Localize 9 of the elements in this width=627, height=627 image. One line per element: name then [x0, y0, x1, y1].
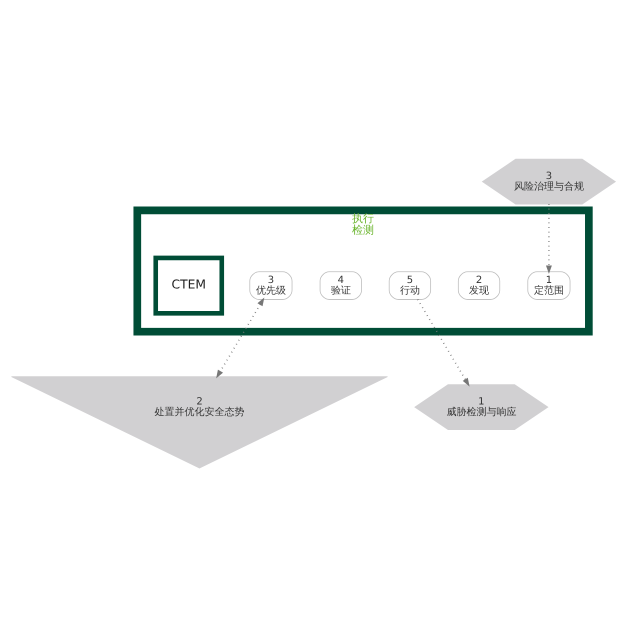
node-box: 4 验证: [320, 271, 362, 300]
node-box: 5 行动: [388, 271, 432, 300]
node-box: 2 发现: [458, 271, 500, 300]
arrow: [417, 299, 470, 387]
node-box: 1 定范围: [527, 271, 570, 300]
node-box: CTEM: [153, 256, 224, 316]
node-box: 3 优先级: [249, 271, 292, 300]
arrow: [546, 204, 552, 274]
arrow: [216, 297, 264, 378]
